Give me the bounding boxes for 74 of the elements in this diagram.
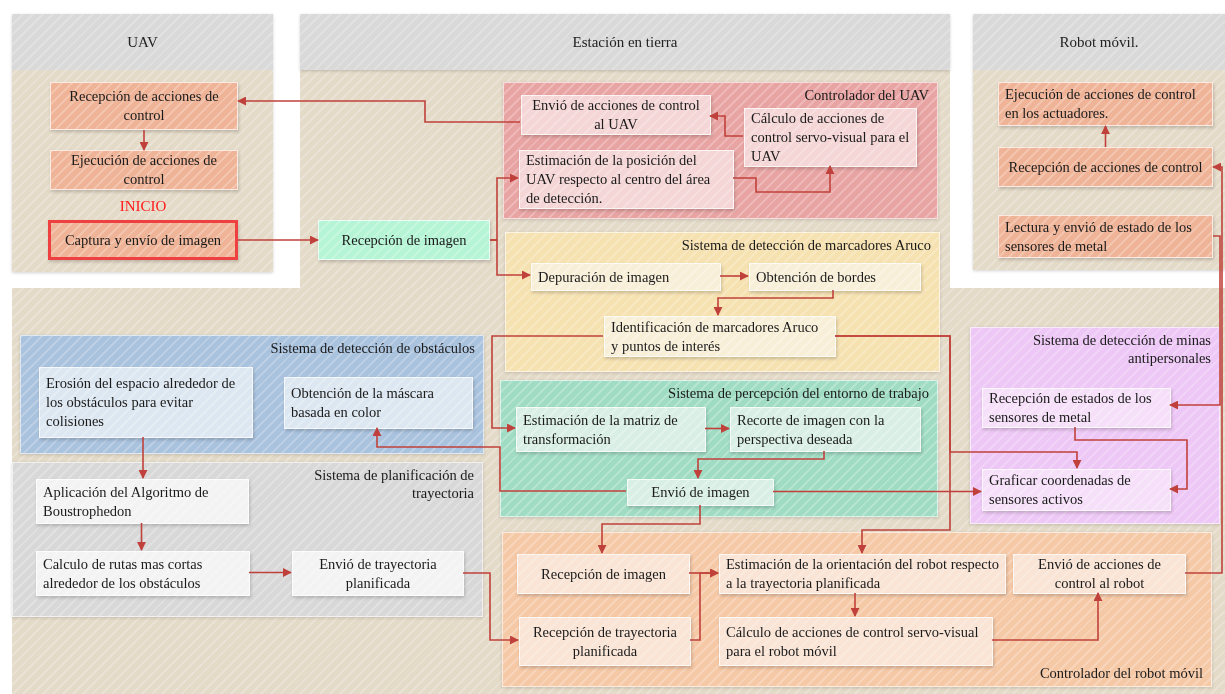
subsystem-panel <box>502 532 1212 687</box>
process-box: Recepción de acciones de control <box>998 147 1213 187</box>
process-box: Envió de acciones de control al robot <box>1013 554 1186 594</box>
process-box: Estimación de la posición del UAV respecto al centro del área de detección. <box>519 150 734 209</box>
process-box: Envió de imagen <box>627 479 774 506</box>
subsystem-panel <box>12 462 483 617</box>
process-box: Obtención de la máscara basada en color <box>284 377 473 429</box>
swimlane <box>973 14 1225 270</box>
process-box: Identificación de marcadores Aruco y puntos de interés <box>604 316 836 357</box>
lane-header: Estación en tierra <box>300 14 950 70</box>
process-box: Recorte de imagen con la perspectiva deseada <box>730 407 921 452</box>
process-box: Erosión del espacio alrededor de los obstáculos para evitar colisiones <box>39 367 253 438</box>
process-box: Lectura y envió de estado de los sensores de metal <box>998 215 1213 258</box>
process-box: Ejecución de acciones de control en los actuadores. <box>998 82 1213 126</box>
arrow <box>491 335 604 433</box>
process-box: Recepción de imagen <box>318 220 490 260</box>
process-box: Obtención de bordes <box>749 263 921 291</box>
process-box: Envió de trayectoria planificada <box>292 551 464 596</box>
subsystem-title: Controlador del UAV <box>804 86 929 105</box>
subsystem-title: Sistema de planificación de trayectoria <box>313 466 474 503</box>
arrow <box>248 568 292 577</box>
process-box: Cálculo de acciones de control servo-visual para el robot móvil <box>719 617 993 666</box>
arrow <box>1184 162 1223 574</box>
subsystem-panel <box>20 335 484 454</box>
subsystem-panel <box>503 82 938 219</box>
subsystem-title: Sistema de detección de minas antipersonales <box>1032 331 1211 368</box>
arrow <box>709 111 744 137</box>
process-box: Estimación de la matriz de transformación <box>516 407 706 452</box>
subsystem-panel <box>500 380 938 517</box>
arrow <box>834 335 1082 469</box>
arrow <box>732 165 835 193</box>
arrow <box>991 592 1103 641</box>
process-box: Recepción de acciones de control <box>50 82 238 130</box>
start-label: INICIO <box>118 198 168 215</box>
process-box: Captura y envío de imagen <box>48 220 238 260</box>
process-box: Graficar coordenadas de sensores activos <box>982 469 1171 511</box>
process-box: Cálculo de acciones de control servo-visual para el UAV <box>744 108 917 167</box>
arrow <box>850 592 860 617</box>
arrow <box>1074 426 1188 494</box>
process-box: Envió de acciones de control al UAV <box>521 95 711 135</box>
arrow <box>237 96 521 123</box>
process-box: Recepción de estados de los sensores de metal <box>982 388 1171 428</box>
arrow <box>489 239 531 280</box>
arrow <box>704 424 730 433</box>
subsystem-title: Controlador del robot móvil <box>1039 663 1203 682</box>
subsystem-title: Sistema de percepción del entorno de trabajo <box>668 384 929 403</box>
arrow <box>713 289 834 316</box>
process-box: Recepción de imagen <box>517 554 690 594</box>
arrow <box>138 436 148 479</box>
arrow <box>372 427 627 492</box>
process-box: Aplicación del Algoritmo de Boustrophedon <box>36 479 249 524</box>
subsystem-title: Sistema de detección de marcadores Aruco <box>681 236 931 255</box>
arrow <box>1101 125 1110 148</box>
arrow <box>237 235 319 245</box>
arrow <box>719 271 749 281</box>
lane-title: Robot móvil. <box>1059 33 1139 51</box>
subsystem-panel <box>970 327 1220 524</box>
arrow <box>689 568 719 641</box>
swimlane <box>12 14 273 272</box>
arrow <box>137 522 146 551</box>
lane-title: UAV <box>127 33 158 51</box>
process-box: Estimación de la orientación del robot respecto a la trayectoria planificada <box>719 554 1006 594</box>
arrow <box>462 572 519 645</box>
arrow <box>597 504 701 554</box>
arrow <box>1169 235 1221 410</box>
arrow <box>772 487 982 496</box>
process-box: Ejecución de acciones de control <box>50 150 238 190</box>
process-box: Recepción de trayectoria planificada <box>519 617 691 666</box>
process-box: Depuración de imagen <box>531 263 721 291</box>
subsystem-panel <box>505 232 940 372</box>
arrow <box>139 129 149 151</box>
subsystem-title: Sistema de detección de obstáculos <box>270 339 475 358</box>
arrow <box>693 450 825 479</box>
process-box: Calculo de rutas mas cortas alrededor de los obstáculos <box>36 551 250 596</box>
